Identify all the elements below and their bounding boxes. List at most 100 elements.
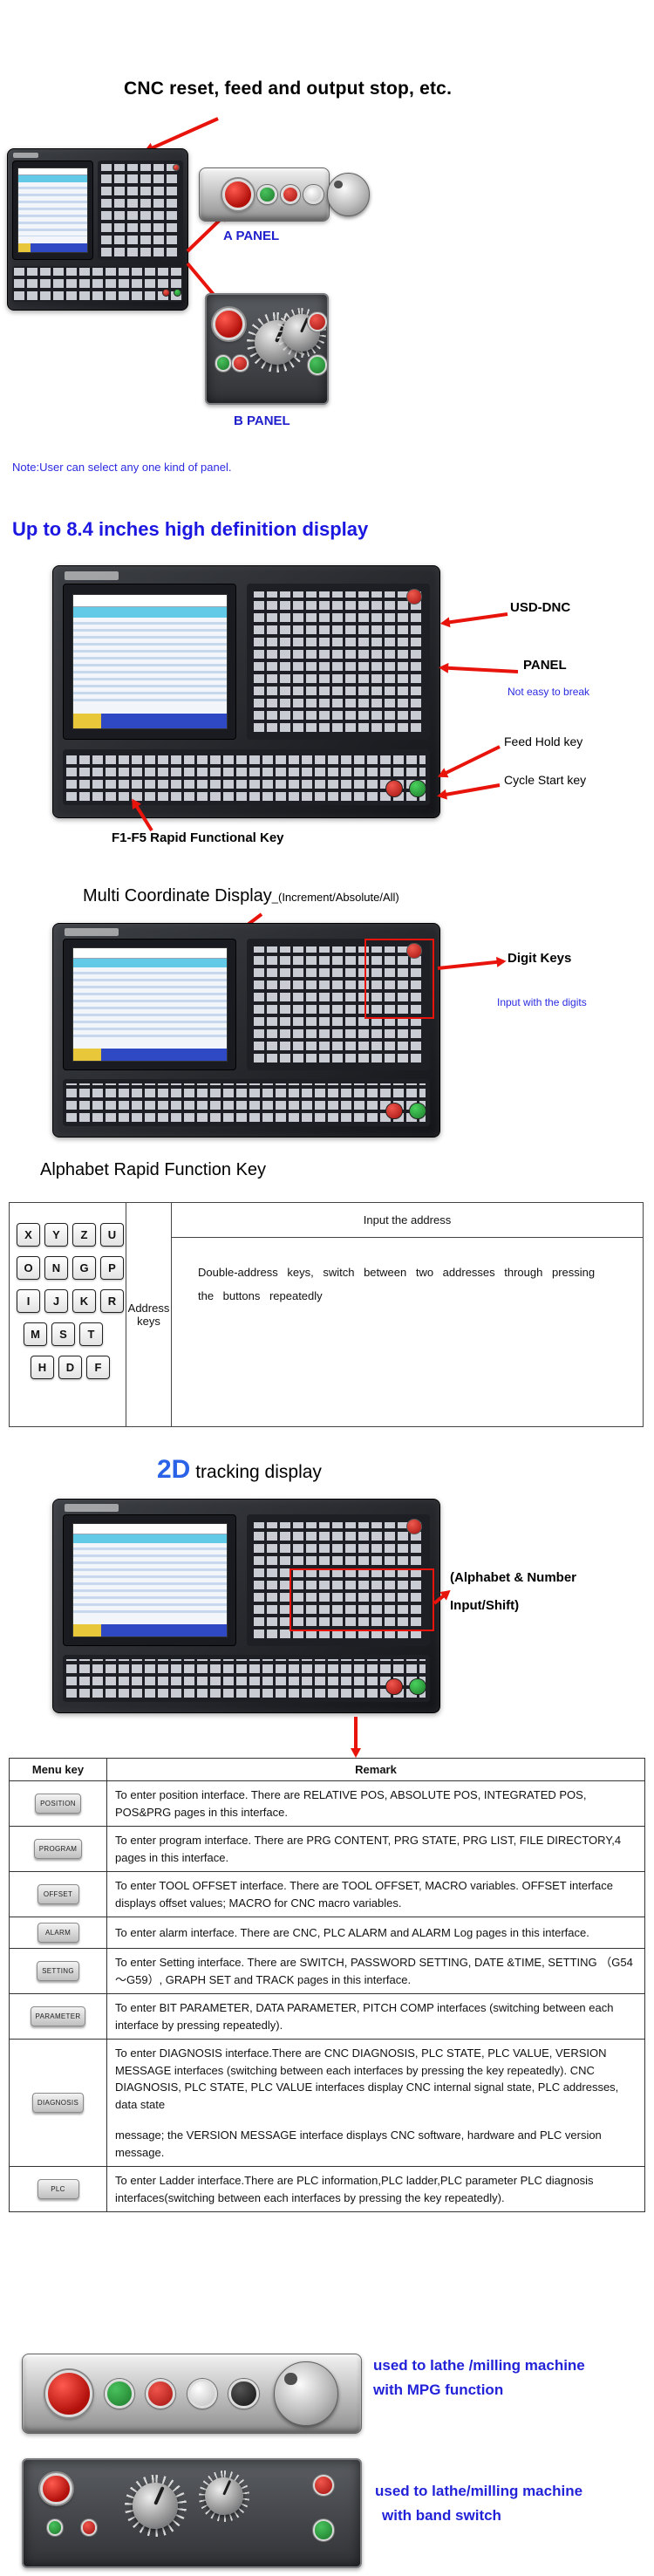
arrow-feed-hold — [440, 745, 501, 777]
panel-label: PANEL — [523, 658, 567, 673]
keypad-keys-grid — [254, 1521, 423, 1639]
diagnosis-key-button: DIAGNOSIS — [31, 2093, 85, 2113]
input-address-header: Input the address — [172, 1203, 643, 1238]
screen-title-bar — [17, 167, 88, 176]
remark-cell: To enter TOOL OFFSET interface. There ar… — [106, 1871, 645, 1917]
cycle-start-button — [408, 780, 426, 797]
screen-title-bar — [72, 594, 227, 607]
function-keys-grid — [14, 268, 181, 300]
override-dial — [198, 2470, 250, 2522]
remark-cell: To enter program interface. There are PR… — [106, 1826, 645, 1872]
alphabet-key-t: T — [79, 1322, 103, 1346]
coord-heading-sub: _(Increment/Absolute/All) — [271, 891, 399, 904]
band-switch-panel-photo — [22, 2458, 362, 2568]
white-button — [303, 184, 324, 205]
function-keys-grid — [66, 1658, 426, 1698]
alphabet-key-s: S — [51, 1322, 75, 1346]
tracking-heading-rest: tracking display — [190, 1462, 322, 1482]
alphabet-key-f: F — [86, 1356, 110, 1379]
screen-title-bar — [72, 948, 227, 959]
alphabet-key-u: U — [100, 1223, 124, 1247]
alphabet-key-i: I — [17, 1289, 40, 1313]
brand-plate — [65, 928, 119, 936]
b-panel-label: B PANEL — [234, 413, 290, 428]
brand-plate — [13, 153, 38, 159]
remark-text: To enter DIAGNOSIS interface.There are C… — [115, 2046, 619, 2111]
alphabet-key-g: G — [72, 1256, 96, 1280]
menu-key-cell: PARAMETER — [9, 1993, 107, 2040]
mpg-panel-photo — [22, 2354, 362, 2434]
screen-header-band — [72, 958, 227, 968]
brand-plate — [65, 571, 119, 581]
screen-menu-bar — [72, 1624, 227, 1637]
alphabet-key-h: H — [31, 1356, 54, 1379]
position-key-button: POSITION — [35, 1794, 81, 1814]
feed-hold-button — [385, 1102, 403, 1120]
parameter-key-button: PARAMETER — [30, 2006, 86, 2026]
screen — [17, 167, 89, 254]
alphabet-number-keys-highlight-box — [290, 1568, 434, 1631]
red-button — [307, 311, 328, 332]
reset-key — [406, 942, 423, 959]
top-title: CNC reset, feed and output stop, etc. — [124, 79, 453, 99]
white-button — [187, 2378, 218, 2409]
feed-hold-button — [162, 289, 171, 297]
emergency-stop-button — [45, 2370, 93, 2417]
remark-cell: To enter Ladder interface.There are PLC … — [106, 2166, 645, 2212]
alphabet-key-y: Y — [44, 1223, 68, 1247]
fkeys-label: F1-F5 Rapid Functional Key — [112, 830, 284, 845]
screen-header-band — [72, 1534, 227, 1544]
arrow-title-to-controller — [146, 117, 219, 152]
cycle-start-label: Cycle Start key — [504, 773, 587, 787]
arrow-digit-keys — [437, 960, 502, 970]
green-button — [307, 355, 328, 375]
feed-hold-button — [385, 1677, 403, 1696]
remark-cell: To enter Setting interface. There are SW… — [106, 1948, 645, 1994]
alphabet-key-d: D — [58, 1356, 82, 1379]
function-key-row — [63, 1655, 430, 1702]
digit-keys-note: Input with the digits — [497, 996, 587, 1008]
panel-note: Note:User can select any one kind of pan… — [12, 461, 232, 474]
keypad — [246, 1514, 430, 1647]
red-button — [146, 2378, 176, 2409]
menu-key-cell: PROGRAM — [9, 1826, 107, 1872]
mpg-handwheel — [273, 2361, 338, 2426]
offset-key-button: OFFSET — [37, 1884, 79, 1904]
keypad-keys-grid — [254, 591, 423, 732]
arrow-cycle-start — [440, 783, 501, 797]
menu-key-cell: PLC — [9, 2166, 107, 2212]
black-button — [228, 2378, 259, 2409]
emergency-stop-button — [212, 307, 246, 341]
alphabet-key-m: M — [24, 1322, 47, 1346]
screen-body — [72, 967, 227, 1040]
alphabet-key-k: K — [72, 1289, 96, 1313]
remark-cell: To enter BIT PARAMETER, DATA PARAMETER, … — [106, 1993, 645, 2040]
remark-header: Remark — [106, 1758, 645, 1781]
menu-key-header: Menu key — [9, 1758, 107, 1781]
screen-body — [72, 1543, 227, 1616]
alphabet-number-annotation-line2: Input/Shift) — [450, 1598, 520, 1613]
menu-key-table: Menu key Remark POSITION To enter positi… — [9, 1758, 645, 2212]
alphabet-heading: Alphabet Rapid Function Key — [40, 1160, 267, 1179]
dial-knob — [205, 2477, 243, 2516]
cnc-controller-photo-tracking — [52, 1499, 440, 1713]
a-panel-photo — [199, 167, 371, 222]
screen-header-band — [72, 606, 227, 618]
mpg-handwheel — [326, 173, 371, 216]
table-row: DIAGNOSIS To enter DIAGNOSIS interface.T… — [9, 2039, 645, 2167]
table-row: PLC To enter Ladder interface.There are … — [9, 2166, 645, 2212]
dial-knob — [132, 2483, 179, 2529]
arrow-usb-dnc — [444, 612, 508, 625]
screen — [72, 593, 228, 730]
display-heading: Up to 8.4 inches high definition display — [12, 518, 369, 540]
screen-header-band — [17, 175, 88, 182]
function-keys-grid — [66, 1083, 426, 1123]
double-address-description: Double-address keys, switch between two … — [198, 1266, 596, 1303]
alphabet-number-annotation-line1: (Alphabet & Number — [450, 1570, 577, 1585]
reset-key — [172, 163, 180, 171]
green-button — [312, 2519, 335, 2541]
